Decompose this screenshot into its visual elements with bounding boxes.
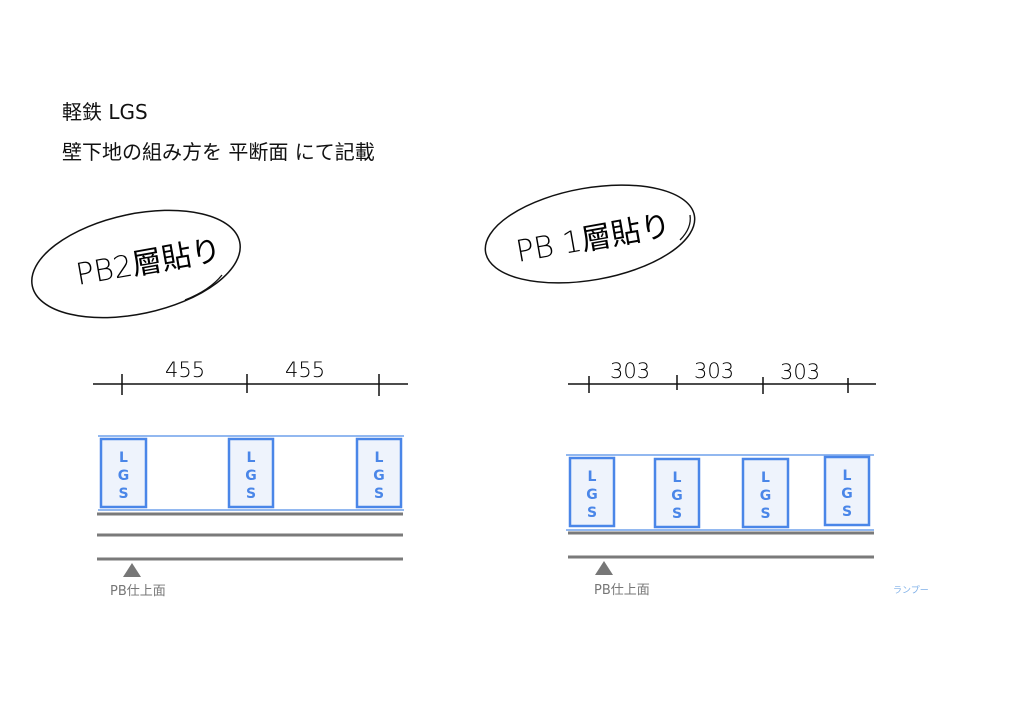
right-callout-text: PB 1層貼り xyxy=(513,208,673,270)
left-dimension-line: 455 455 xyxy=(93,358,408,396)
svg-text:L: L xyxy=(247,450,256,466)
right-dimension-line: 303 303 303 xyxy=(568,359,876,394)
lgs-stud: L G S xyxy=(741,457,790,529)
svg-text:G: G xyxy=(586,487,598,503)
watermark: ランプー xyxy=(893,585,929,596)
lgs-stud: L G S xyxy=(653,457,701,529)
callout-ellipse xyxy=(31,209,241,319)
svg-text:G: G xyxy=(841,486,853,502)
dimension-label: 303 xyxy=(610,359,650,383)
lgs-stud: L G S xyxy=(355,437,403,509)
dimension-label: 455 xyxy=(165,358,205,382)
svg-text:L: L xyxy=(673,470,682,486)
svg-text:L: L xyxy=(119,450,128,466)
svg-text:G: G xyxy=(671,488,683,504)
title-line-2: 壁下地の組み方を 平断面 にて記載 xyxy=(62,140,375,164)
lgs-stud: L G S xyxy=(568,456,616,528)
svg-text:G: G xyxy=(118,468,130,484)
finish-label: PB仕上面 xyxy=(110,584,166,599)
dimension-label: 455 xyxy=(285,358,325,382)
svg-text:S: S xyxy=(587,505,597,521)
svg-text:L: L xyxy=(761,470,770,486)
svg-text:L: L xyxy=(843,468,852,484)
svg-text:S: S xyxy=(672,506,682,522)
svg-text:G: G xyxy=(760,488,772,504)
right-callout: PB 1層貼り xyxy=(484,184,696,284)
finish-label: PB仕上面 xyxy=(594,583,650,598)
callout-ellipse xyxy=(484,184,696,284)
svg-text:G: G xyxy=(373,468,385,484)
dimension-label: 303 xyxy=(694,359,734,383)
right-wall-section: L G S L G S L G S L G S PB仕上面 xyxy=(566,454,874,598)
lgs-stud: L G S xyxy=(99,437,148,509)
dimension-label: 303 xyxy=(780,360,820,384)
svg-text:S: S xyxy=(118,486,128,502)
title-line-1: 軽鉄 LGS xyxy=(62,100,148,124)
svg-text:S: S xyxy=(842,504,852,520)
svg-text:G: G xyxy=(245,468,257,484)
left-callout-text: PB2層貼り xyxy=(73,233,224,293)
left-callout: PB2層貼り xyxy=(31,209,241,319)
left-wall-section: L G S L G S L G S PB仕上面 xyxy=(97,435,404,599)
svg-text:S: S xyxy=(760,506,770,522)
lgs-stud: L G S xyxy=(227,437,275,509)
finish-marker-icon xyxy=(595,561,613,575)
lgs-stud: L G S xyxy=(823,455,871,527)
svg-text:S: S xyxy=(246,486,256,502)
svg-text:L: L xyxy=(375,450,384,466)
finish-marker-icon xyxy=(123,563,141,577)
svg-text:L: L xyxy=(588,469,597,485)
svg-text:S: S xyxy=(374,486,384,502)
